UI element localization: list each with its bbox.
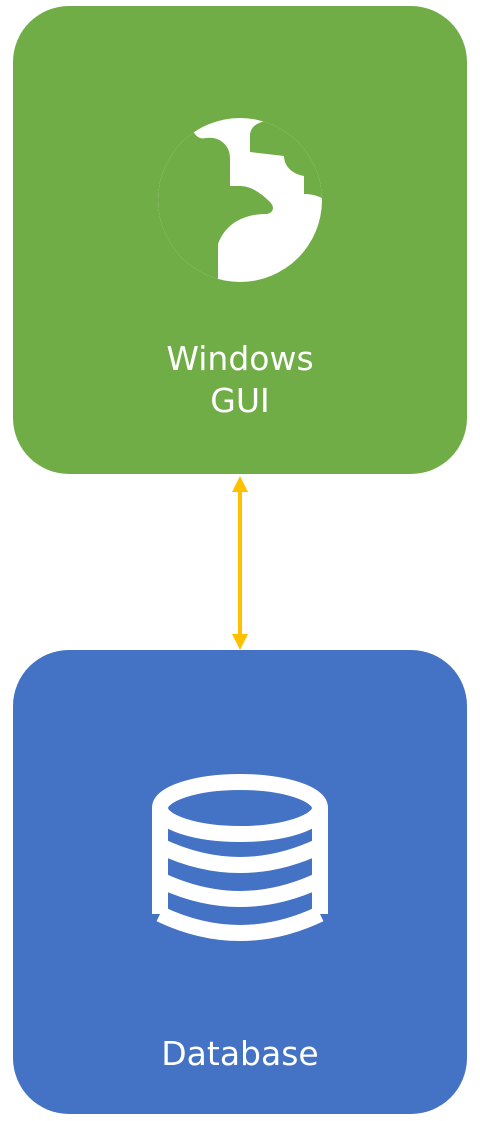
database-label: Database [161, 1034, 319, 1073]
windows-gui-label: Windows GUI [13, 338, 467, 422]
database-icon [152, 774, 328, 941]
windows-gui-node: Windows GUI [13, 6, 467, 474]
windows-gui-label-line2: GUI [210, 381, 270, 420]
database-node: Database [13, 650, 467, 1114]
globe-icon [158, 118, 322, 282]
bidirectional-connector-arrow [232, 476, 248, 650]
windows-gui-label-line1: Windows [166, 339, 314, 378]
